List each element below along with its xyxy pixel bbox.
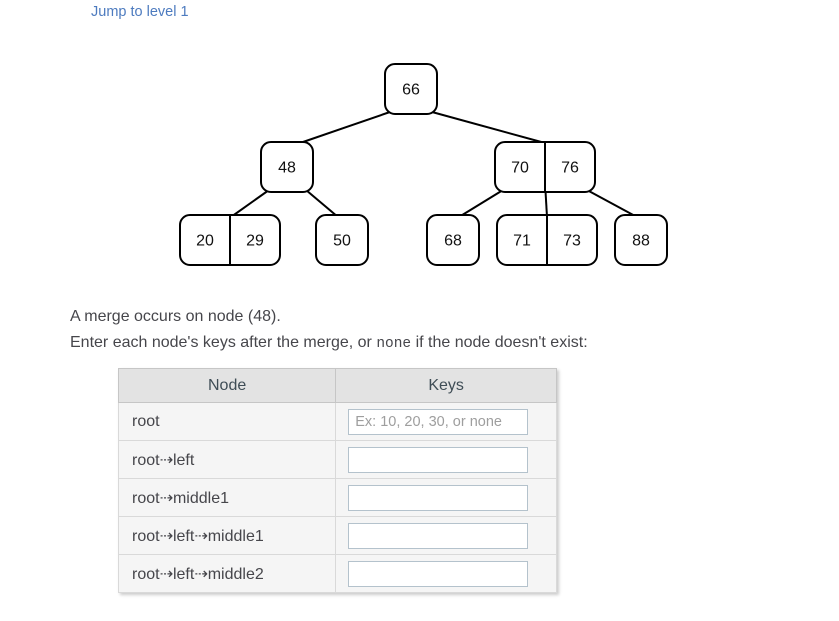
btree-diagram: 66 48 70 76 20 29 50 [179, 63, 668, 266]
tree-node-root-right-right: 88 [614, 214, 668, 266]
column-header-node: Node [117, 368, 337, 403]
table-row: root⇢left⇢middle2 [117, 554, 557, 593]
tree-edge [305, 189, 339, 218]
node-key: 76 [561, 160, 579, 177]
keys-cell [335, 478, 557, 517]
node-key: 68 [444, 233, 462, 250]
tree-node-root-left-left: 20 29 [179, 214, 281, 266]
node-box [315, 214, 369, 266]
node-key: 29 [246, 233, 264, 250]
keys-cell [335, 440, 557, 479]
tree-edge [230, 189, 270, 218]
node-key: 73 [563, 233, 581, 250]
tree-node-root-right: 70 76 [494, 141, 596, 193]
column-header-keys: Keys [335, 368, 557, 403]
keys-input-root-left[interactable] [348, 446, 529, 473]
keys-cell [335, 402, 557, 441]
table-row: root⇢left [117, 440, 557, 479]
prompt-line2-code: none [376, 336, 412, 352]
node-label-root-middle1: root⇢middle1 [117, 478, 337, 517]
tree-node-root-left-right: 50 [315, 214, 369, 266]
keys-input-root-left-middle1[interactable] [348, 522, 529, 549]
tree-edge [458, 189, 504, 218]
keys-input-root[interactable] [348, 408, 529, 435]
answer-table: Node Keys root root⇢left root⇢middle1 [117, 368, 557, 593]
tree-edge [586, 189, 638, 218]
node-key: 48 [278, 160, 296, 177]
tree-node-root: 66 [384, 63, 438, 115]
keys-cell [335, 516, 557, 555]
tree-edge [431, 111, 546, 144]
table-row: root [117, 402, 557, 441]
node-box [614, 214, 668, 266]
table-row: root⇢left⇢middle1 [117, 516, 557, 555]
node-key: 70 [511, 160, 529, 177]
node-key: 88 [632, 233, 650, 250]
tree-node-root-right-left: 68 [426, 214, 480, 266]
prompt-text: A merge occurs on node (48). Enter each … [70, 304, 588, 357]
prompt-line1: A merge occurs on node (48). [70, 304, 588, 330]
prompt-line2-before: Enter each node's keys after the merge, … [70, 334, 377, 351]
tree-node-root-right-middle: 71 73 [496, 214, 598, 266]
keys-cell [335, 554, 557, 593]
tree-edge [302, 111, 391, 143]
prompt-line2-after: if the node doesn't exist: [411, 334, 588, 351]
node-key: 71 [513, 233, 531, 250]
prompt-line2: Enter each node's keys after the merge, … [70, 330, 588, 357]
table-header-row: Node Keys [117, 368, 557, 403]
node-label-root-left-middle2: root⇢left⇢middle2 [117, 554, 337, 593]
tree-edges [230, 111, 638, 218]
node-box [426, 214, 480, 266]
tree-edge [544, 190, 548, 218]
node-box [384, 63, 438, 115]
tree-nodes: 66 48 70 76 20 29 50 [179, 63, 668, 266]
jump-to-level-link[interactable]: Jump to level 1 [91, 4, 189, 20]
node-label-root: root [117, 402, 337, 441]
node-key: 20 [196, 233, 214, 250]
node-key: 50 [333, 233, 351, 250]
keys-input-root-middle1[interactable] [348, 484, 529, 511]
table-row: root⇢middle1 [117, 478, 557, 517]
node-key: 66 [402, 82, 420, 99]
node-label-root-left-middle1: root⇢left⇢middle1 [117, 516, 337, 555]
tree-node-root-left: 48 [260, 141, 314, 193]
prompt-line1-text: A merge occurs on node (48). [70, 308, 281, 325]
node-box [260, 141, 314, 193]
keys-input-root-left-middle2[interactable] [348, 560, 529, 587]
node-label-root-left: root⇢left [117, 440, 337, 479]
